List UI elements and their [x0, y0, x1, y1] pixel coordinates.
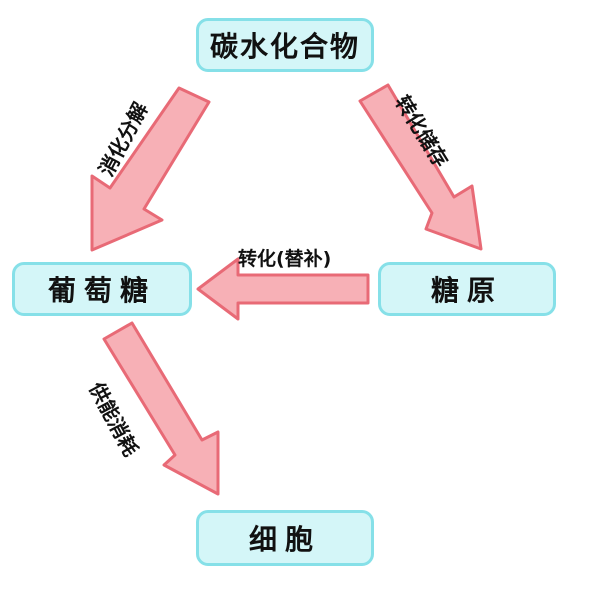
node-cell: 细胞	[196, 510, 374, 566]
node-glucose-label: 葡萄糖	[47, 274, 156, 307]
node-carbohydrate-label: 碳水化合物	[209, 30, 360, 63]
arrow-carb-to-glucose	[90, 86, 211, 252]
arrow-glycogen-to-glucose	[196, 257, 370, 321]
node-carbohydrate: 碳水化合物	[196, 18, 374, 72]
node-glucose: 葡萄糖	[12, 262, 192, 316]
edge-label-convert-replenish: 转化(替补)	[238, 248, 332, 270]
arrow-carb-to-glycogen	[358, 83, 483, 251]
node-glycogen: 糖原	[378, 262, 556, 316]
node-cell-label: 细胞	[248, 523, 321, 556]
arrow-glucose-to-cell	[102, 321, 220, 496]
node-glycogen-label: 糖原	[430, 274, 503, 307]
